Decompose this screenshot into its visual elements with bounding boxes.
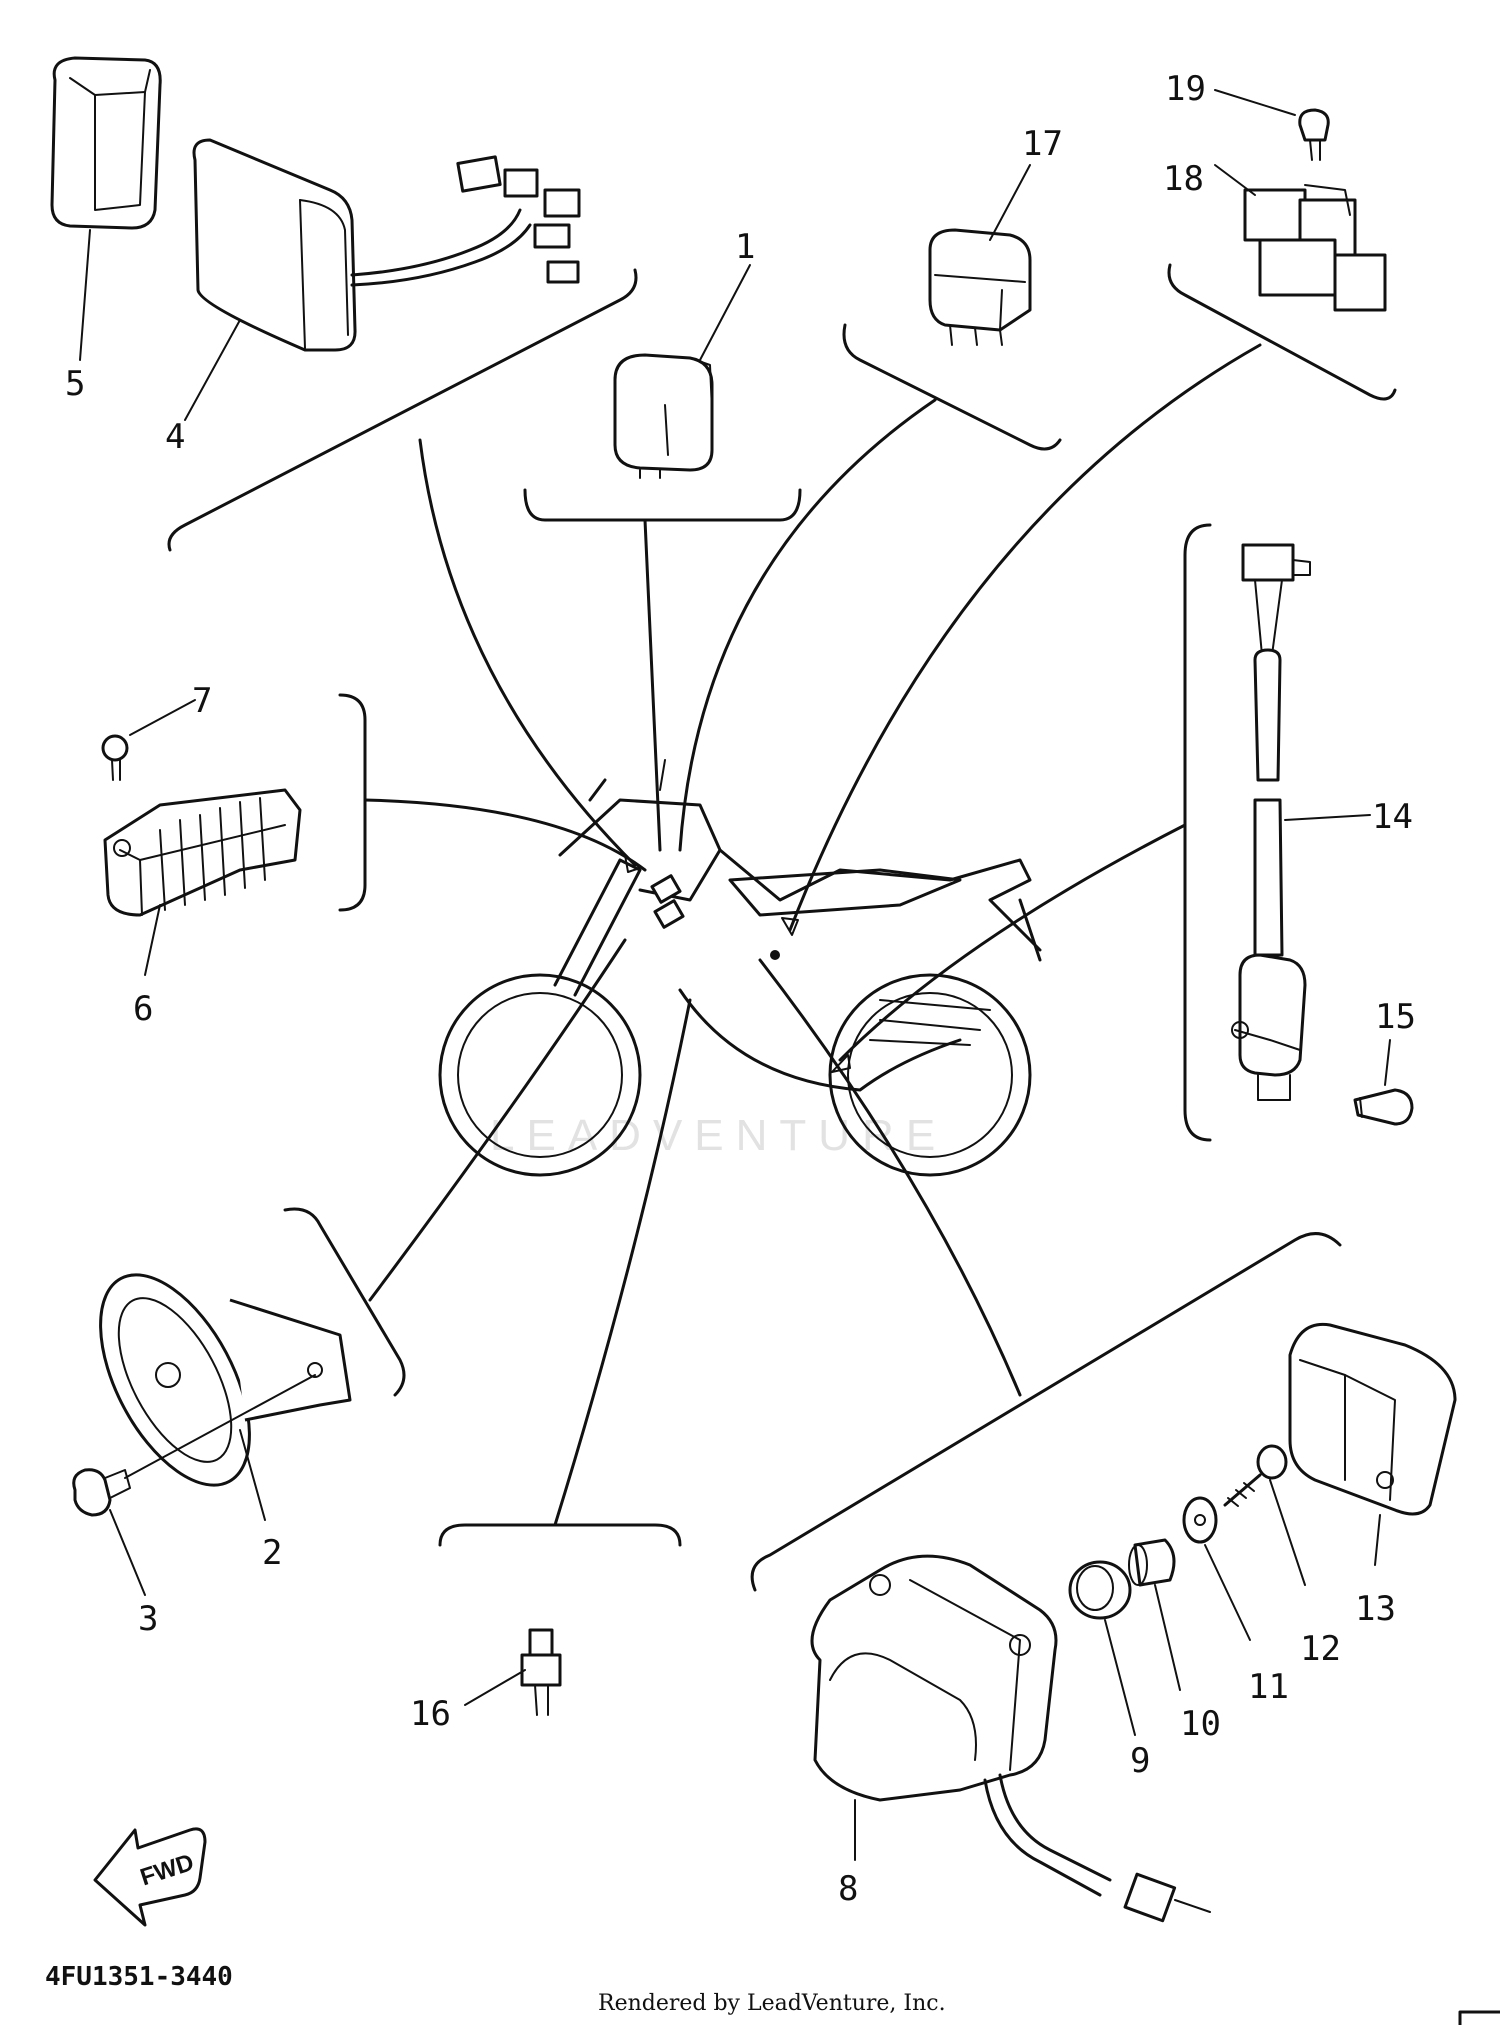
callout-numbers: 1 2 3 4 5 6 7 8 9 10 11 12 13 14 15 16 1… bbox=[65, 69, 1416, 1909]
part-1-relay bbox=[613, 353, 714, 479]
callout-16: 16 bbox=[410, 1694, 451, 1734]
part-13-cover bbox=[1288, 1322, 1457, 1516]
callout-8: 8 bbox=[838, 1869, 858, 1909]
part-8-starter-motor bbox=[810, 1554, 1211, 1923]
part-17-starter-relay bbox=[928, 228, 1032, 346]
callout-10: 10 bbox=[1180, 1704, 1221, 1744]
part-4-cdi-unit bbox=[192, 138, 581, 352]
part-code: 4FU1351-3440 bbox=[45, 1962, 233, 1992]
motorcycle-outline bbox=[438, 759, 1042, 1177]
part-18-relay-assembly bbox=[1243, 184, 1387, 312]
corner-mark bbox=[1458, 2010, 1500, 2025]
part-15-screw bbox=[1353, 1088, 1414, 1126]
callout-11: 11 bbox=[1248, 1667, 1289, 1707]
forward-arrow: FWD bbox=[93, 1827, 207, 1927]
watermark-text: LEADVENTURE bbox=[490, 1111, 947, 1160]
callout-5: 5 bbox=[65, 364, 85, 404]
callout-14: 14 bbox=[1372, 797, 1413, 837]
grouping-brackets bbox=[167, 263, 1397, 1592]
credit-text: Rendered by LeadVenture, Inc. bbox=[598, 1991, 946, 2016]
callout-1: 1 bbox=[735, 227, 755, 267]
part-19-bolt bbox=[1298, 108, 1330, 161]
part-9-grommet bbox=[1068, 1560, 1132, 1620]
callout-6: 6 bbox=[133, 989, 153, 1029]
callout-2: 2 bbox=[262, 1533, 282, 1573]
part-7-screw bbox=[101, 734, 129, 781]
callout-15: 15 bbox=[1375, 997, 1416, 1037]
callout-18: 18 bbox=[1163, 159, 1204, 199]
callout-leaders bbox=[79, 89, 1391, 1861]
part-3-bolt bbox=[72, 1374, 316, 1517]
callout-17: 17 bbox=[1022, 124, 1063, 164]
part-6-rectifier-regulator bbox=[103, 788, 302, 917]
part-14-sidestand-switch bbox=[1231, 543, 1311, 1101]
part-16-neutral-switch bbox=[520, 1628, 562, 1716]
part-11-washer bbox=[1182, 1496, 1218, 1544]
callout-12: 12 bbox=[1300, 1629, 1341, 1669]
part-2-horn bbox=[99, 1273, 352, 1487]
leader-lines bbox=[363, 343, 1262, 1527]
callout-9: 9 bbox=[1130, 1741, 1150, 1781]
callout-13: 13 bbox=[1355, 1589, 1396, 1629]
callout-7: 7 bbox=[192, 681, 212, 721]
part-12-bolt bbox=[1223, 1444, 1288, 1507]
callout-19: 19 bbox=[1165, 69, 1206, 109]
callout-4: 4 bbox=[165, 417, 185, 457]
callout-3: 3 bbox=[138, 1599, 158, 1639]
part-10-collar bbox=[1128, 1538, 1176, 1587]
part-5-rubber-cover bbox=[50, 56, 162, 230]
